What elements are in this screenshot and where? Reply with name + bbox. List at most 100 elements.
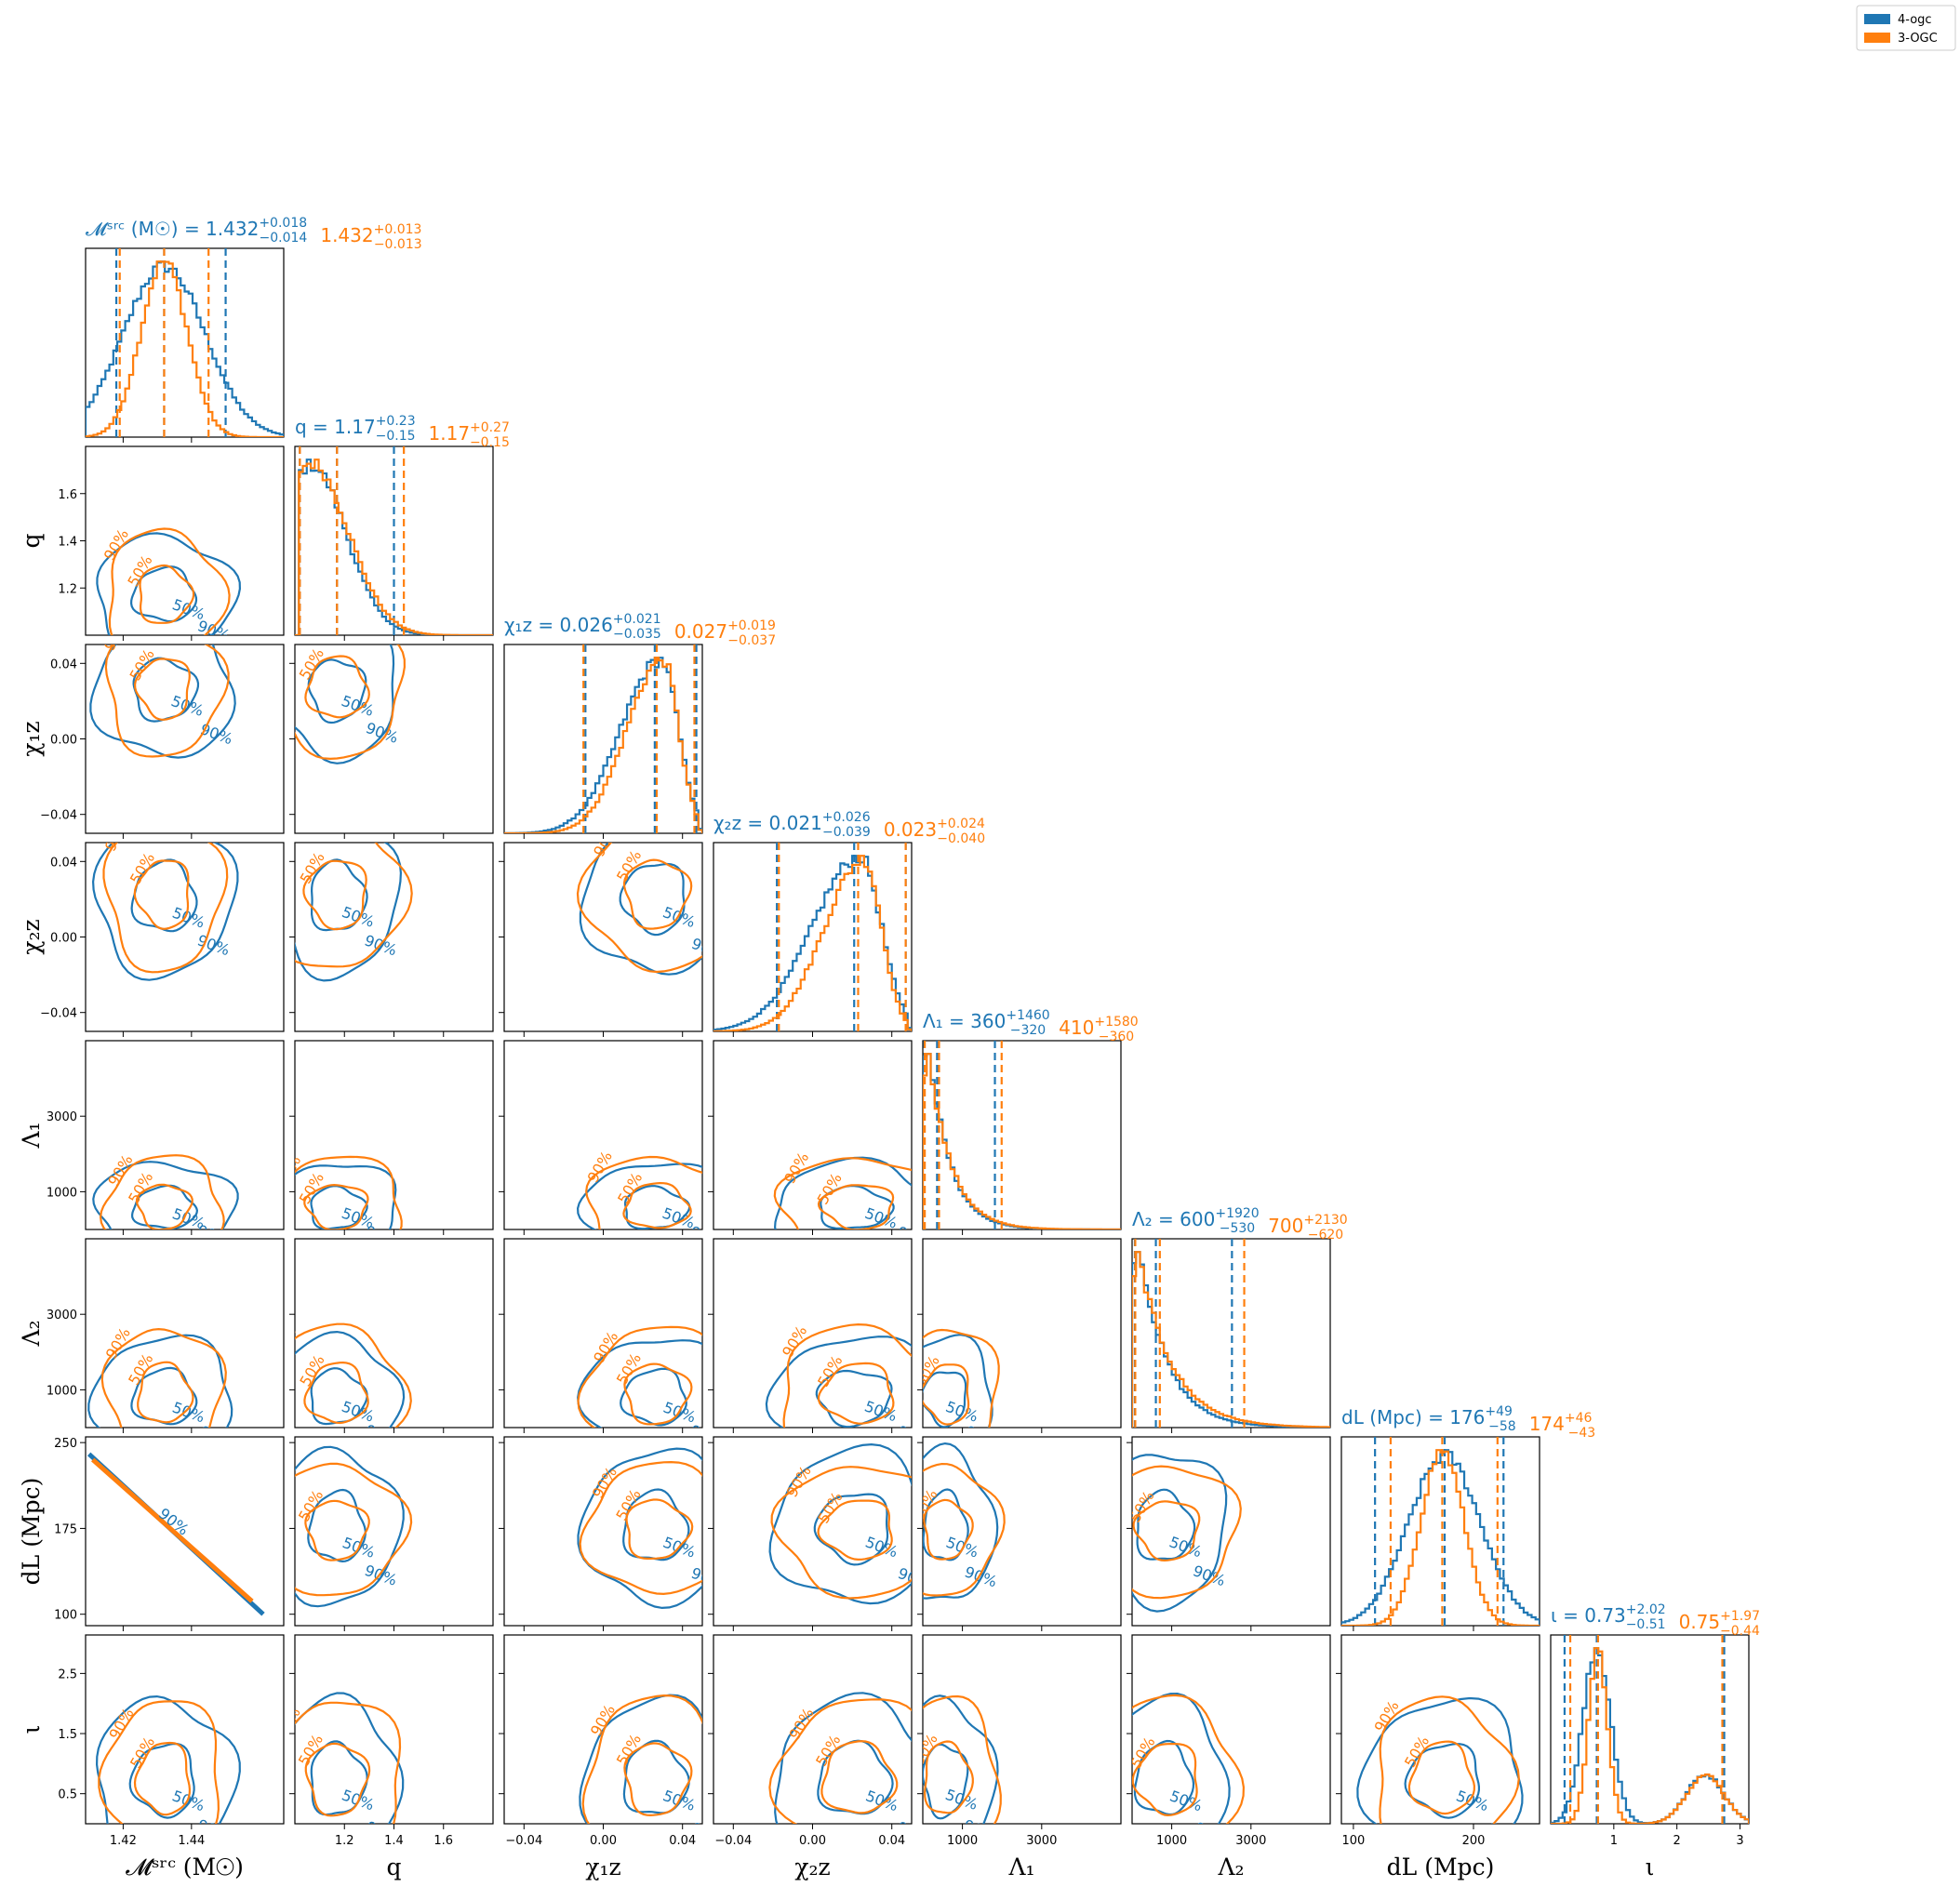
contour-label: 90%	[195, 617, 233, 645]
contours-lambda1-chi2z: 50%90%50%90%	[773, 1149, 912, 1229]
y-tick-label-chi2z: 0.04	[50, 856, 77, 870]
contour-50-1	[137, 1361, 194, 1424]
x-axis-label-q: q	[386, 1854, 401, 1880]
panel-frame-dl-lambda2	[1131, 1436, 1331, 1627]
panel-frame-lambda1-chi1z	[503, 1040, 703, 1230]
histogram-lambda1-1	[923, 1053, 1121, 1229]
x-tick-label-lambda1: 3000	[1026, 1834, 1057, 1848]
y-axis-label-q: q	[18, 533, 45, 548]
contours-iota-chi2z: 50%90%50%90%	[768, 1692, 912, 1824]
histogram-chi1z-1	[504, 657, 702, 833]
y-tick-label-chi1z: 0.00	[50, 734, 77, 748]
panel-frame-iota-q	[294, 1634, 494, 1825]
histogram-lambda1-0	[923, 1053, 1121, 1229]
x-tick-label-q: 1.2	[335, 1834, 354, 1848]
x-tick-label-mchirp: 1.44	[178, 1834, 205, 1848]
contour-90-0	[923, 1694, 999, 1824]
contours-iota-dl: 50%90%50%90%	[1356, 1695, 1524, 1846]
contour-label: 50%	[812, 1732, 844, 1769]
x-tick-label-iota: 3	[1736, 1834, 1743, 1848]
contour-90-1	[923, 1328, 1000, 1428]
contour-label: 50%	[127, 646, 158, 684]
contour-label: 90%	[1098, 1462, 1129, 1499]
contour-label: 50%	[296, 645, 327, 683]
panel-frame-dl-lambda1	[922, 1436, 1122, 1627]
contour-90-1	[923, 1694, 1002, 1824]
contour-label: 50%	[613, 847, 645, 884]
contours-chi2z-mchirp: 50%90%50%90%	[91, 817, 239, 981]
contour-90-0	[1132, 1454, 1228, 1613]
contour-label: 50%	[296, 1352, 327, 1389]
contour-50-1	[304, 1742, 371, 1817]
contour-label: 50%	[910, 1731, 941, 1768]
x-axis-label-dl: dL (Mpc)	[1387, 1854, 1495, 1880]
contour-label: 50%	[170, 1399, 207, 1427]
panel-frame-lambda1-chi2z	[713, 1040, 913, 1230]
contour-label: 90%	[962, 1816, 999, 1844]
contour-label: 50%	[124, 552, 155, 590]
contour-label: 50%	[127, 850, 158, 887]
marginal-chi2z	[713, 843, 912, 1031]
contours-chi1z-q: 50%90%50%90%	[295, 645, 407, 764]
contour-label: 90%	[785, 1705, 817, 1742]
histogram-dl-0	[1341, 1449, 1540, 1626]
panel-frame-dl-mchirp	[85, 1436, 285, 1627]
panel-frame-mchirp-mchirp	[85, 247, 285, 438]
contours-dl-chi1z: 50%90%50%90%	[577, 1447, 702, 1610]
contour-label: 90%	[891, 1326, 923, 1363]
marginal-lambda1	[923, 1041, 1121, 1229]
x-axis-label-lambda1: Λ₁	[1007, 1854, 1034, 1880]
contour-label: 90%	[589, 1464, 620, 1501]
contour-label: 50%	[1167, 1533, 1204, 1561]
y-tick-label-dl: 100	[54, 1609, 77, 1623]
contour-label: 90%	[267, 1459, 299, 1496]
y-axis-label-lambda2: Λ₂	[18, 1320, 45, 1347]
y-tick-label-q: 1.6	[58, 488, 77, 502]
panel-frame-chi1z-chi1z	[503, 644, 703, 834]
panel-frame-lambda2-mchirp	[85, 1238, 285, 1429]
contour-90-1	[1132, 1465, 1242, 1600]
y-tick-label-q: 1.2	[58, 582, 77, 596]
contour-90-0	[923, 1442, 999, 1600]
contour-50-1	[817, 1362, 895, 1425]
contour-50-0	[307, 1488, 367, 1563]
contour-label: 50%	[863, 1533, 900, 1561]
marginal-iota	[1551, 1635, 1749, 1824]
contour-90-0	[768, 1442, 912, 1605]
contour-50-1	[923, 1740, 974, 1814]
y-tick-label-lambda1: 3000	[47, 1110, 77, 1124]
y-tick-label-dl: 175	[54, 1522, 77, 1536]
contour-90-0	[576, 1163, 702, 1229]
panel-frame-chi2z-q	[294, 842, 494, 1032]
contour-label: 90%	[273, 1705, 304, 1742]
contours-chi2z-q: 50%90%50%90%	[295, 843, 413, 982]
contour-90-1	[585, 1155, 702, 1229]
contour-50-0	[1136, 1488, 1196, 1561]
contour-90-1	[923, 1462, 1006, 1597]
y-tick-label-lambda2: 1000	[47, 1384, 77, 1398]
x-tick-label-lambda2: 3000	[1235, 1834, 1266, 1848]
contour-50-0	[1133, 1739, 1195, 1816]
contour-90-0	[295, 1164, 397, 1229]
panel-frame-dl-dl	[1340, 1436, 1540, 1627]
contour-50-0	[817, 1739, 894, 1815]
contour-90-0	[1356, 1696, 1524, 1824]
contours-dl-chi2z: 50%90%50%90%	[768, 1442, 912, 1605]
contour-90-1	[1132, 1694, 1246, 1824]
contour-label: 90%	[101, 817, 133, 854]
contour-90-1	[295, 1322, 412, 1428]
panel-frame-iota-dl	[1340, 1634, 1540, 1825]
contour-50-1	[817, 1184, 895, 1229]
contour-label: 90%	[1486, 1818, 1523, 1846]
x-tick-label-q: 1.6	[433, 1834, 453, 1848]
y-tick-label-chi2z: −0.04	[40, 1007, 77, 1021]
contours-lambda1-mchirp: 50%90%50%90%	[92, 1151, 239, 1229]
y-tick-label-dl: 250	[54, 1437, 77, 1451]
legend-swatch-0	[1864, 14, 1890, 24]
contour-label: 90%	[962, 1562, 999, 1590]
contours-dl-lambda2: 50%90%50%90%	[1098, 1454, 1242, 1613]
